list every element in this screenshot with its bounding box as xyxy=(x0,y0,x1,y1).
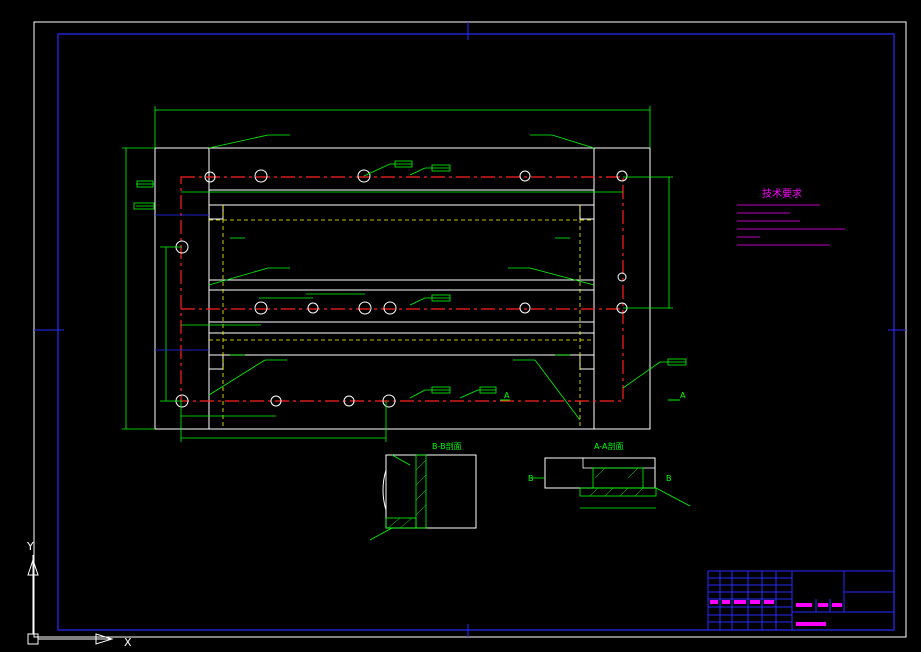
section-bb-label: B-B剖面 xyxy=(432,441,462,451)
title-block-fields xyxy=(710,600,842,626)
sheet-outer-frame xyxy=(33,21,907,638)
title-block xyxy=(707,570,895,631)
section-a-left-marker: A xyxy=(504,391,510,400)
technical-requirements: 技术要求 xyxy=(737,187,845,246)
section-b-left-marker: B xyxy=(528,474,534,483)
section-aa-view: A-A剖面 B B xyxy=(528,441,691,509)
hole-center-line xyxy=(180,176,624,402)
ucs-y-label: Y xyxy=(26,540,34,553)
drawing-border xyxy=(57,33,895,631)
section-aa-label: A-A剖面 xyxy=(594,441,623,451)
section-a-right-marker: A xyxy=(680,391,686,400)
ucs-x-label: X xyxy=(124,636,132,649)
main-plan-view: A A xyxy=(122,106,687,442)
inner-frame xyxy=(208,147,595,430)
ucs-icon xyxy=(27,555,114,645)
tech-requirements-title: 技术要求 xyxy=(762,187,802,200)
section-bb-view: B-B剖面 xyxy=(369,441,477,541)
centering-marks xyxy=(34,22,906,637)
section-b-right-marker: B xyxy=(666,474,672,483)
